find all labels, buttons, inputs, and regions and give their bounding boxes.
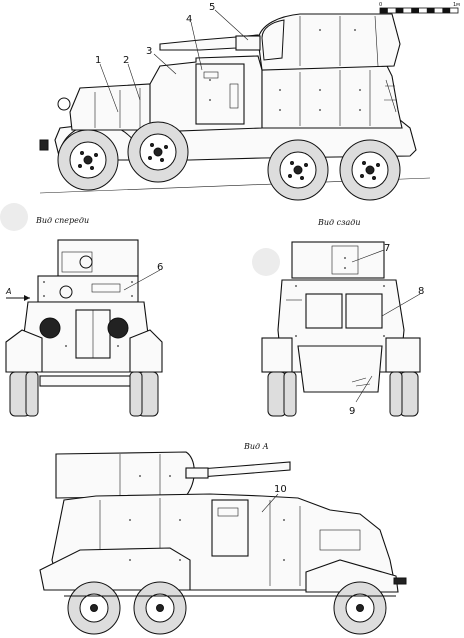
left-headlight <box>39 317 61 339</box>
view-a-turret <box>55 451 195 499</box>
right-fender <box>129 329 163 373</box>
rear-hatch-left <box>305 293 343 329</box>
view-a: 10 <box>39 451 407 635</box>
rear-left-fender <box>261 337 293 373</box>
callout-9: 9 <box>349 406 355 417</box>
left-fender <box>5 329 43 373</box>
rear-view-title: Вид сзади <box>318 218 361 227</box>
front-turret <box>57 239 139 277</box>
side-view: 1 2 3 4 5 <box>39 2 431 201</box>
scale-start-label: 0 <box>379 2 382 8</box>
rear-hull <box>261 61 403 129</box>
view-a-wheel-1 <box>67 581 121 635</box>
front-wheel <box>57 129 119 191</box>
view-a-hatch <box>319 529 361 551</box>
rear-right-tyre <box>399 371 419 417</box>
callout-1: 1 <box>95 55 101 66</box>
rear-wheel-2 <box>339 139 401 201</box>
view-a-rear-fender <box>39 547 191 591</box>
callout-3: 3 <box>146 46 152 57</box>
callout-6: 6 <box>157 262 163 273</box>
front-view-title: Вид спереди <box>36 216 90 225</box>
callout-8: 8 <box>418 286 424 297</box>
scan-smudge <box>0 203 28 231</box>
middle-wheel <box>127 121 189 183</box>
callout-2: 2 <box>123 55 129 66</box>
front-axle <box>39 375 133 387</box>
hood <box>69 83 161 131</box>
scale-bar: 0 1м <box>379 2 460 14</box>
front-view: А 6 <box>5 239 163 417</box>
scale-end-label: 1м <box>453 2 460 8</box>
view-arrow-a: А <box>5 287 30 301</box>
callout-4: 4 <box>186 14 192 25</box>
front-bumper <box>39 139 49 151</box>
right-headlight <box>107 317 129 339</box>
front-upper-hull <box>37 275 139 303</box>
side-callouts: 1 2 3 4 5 <box>95 2 249 113</box>
rear-view: 7 8 9 <box>261 241 424 417</box>
view-a-door <box>211 499 249 557</box>
side-rivets <box>209 29 361 111</box>
rear-right-fender <box>385 337 421 373</box>
view-a-wheel-2 <box>133 581 187 635</box>
callout-10: 10 <box>274 484 287 495</box>
headlight <box>57 97 71 111</box>
rear-wheel-1 <box>267 139 329 201</box>
cab-door <box>195 63 245 125</box>
side-turret <box>257 13 401 71</box>
view-a-wheel-3 <box>333 581 387 635</box>
callout-7: 7 <box>384 243 390 254</box>
view-a-title: Вид А <box>244 442 269 451</box>
gun-muzzle <box>79 255 93 269</box>
callout-5: 5 <box>209 2 215 13</box>
view-arrow-label: А <box>5 287 11 296</box>
rear-lower-plate <box>297 345 383 393</box>
scan-smudge <box>252 248 280 276</box>
rear-hatch-right <box>345 293 383 329</box>
rear-left-tyre <box>267 371 287 417</box>
rear-turret <box>291 241 385 279</box>
